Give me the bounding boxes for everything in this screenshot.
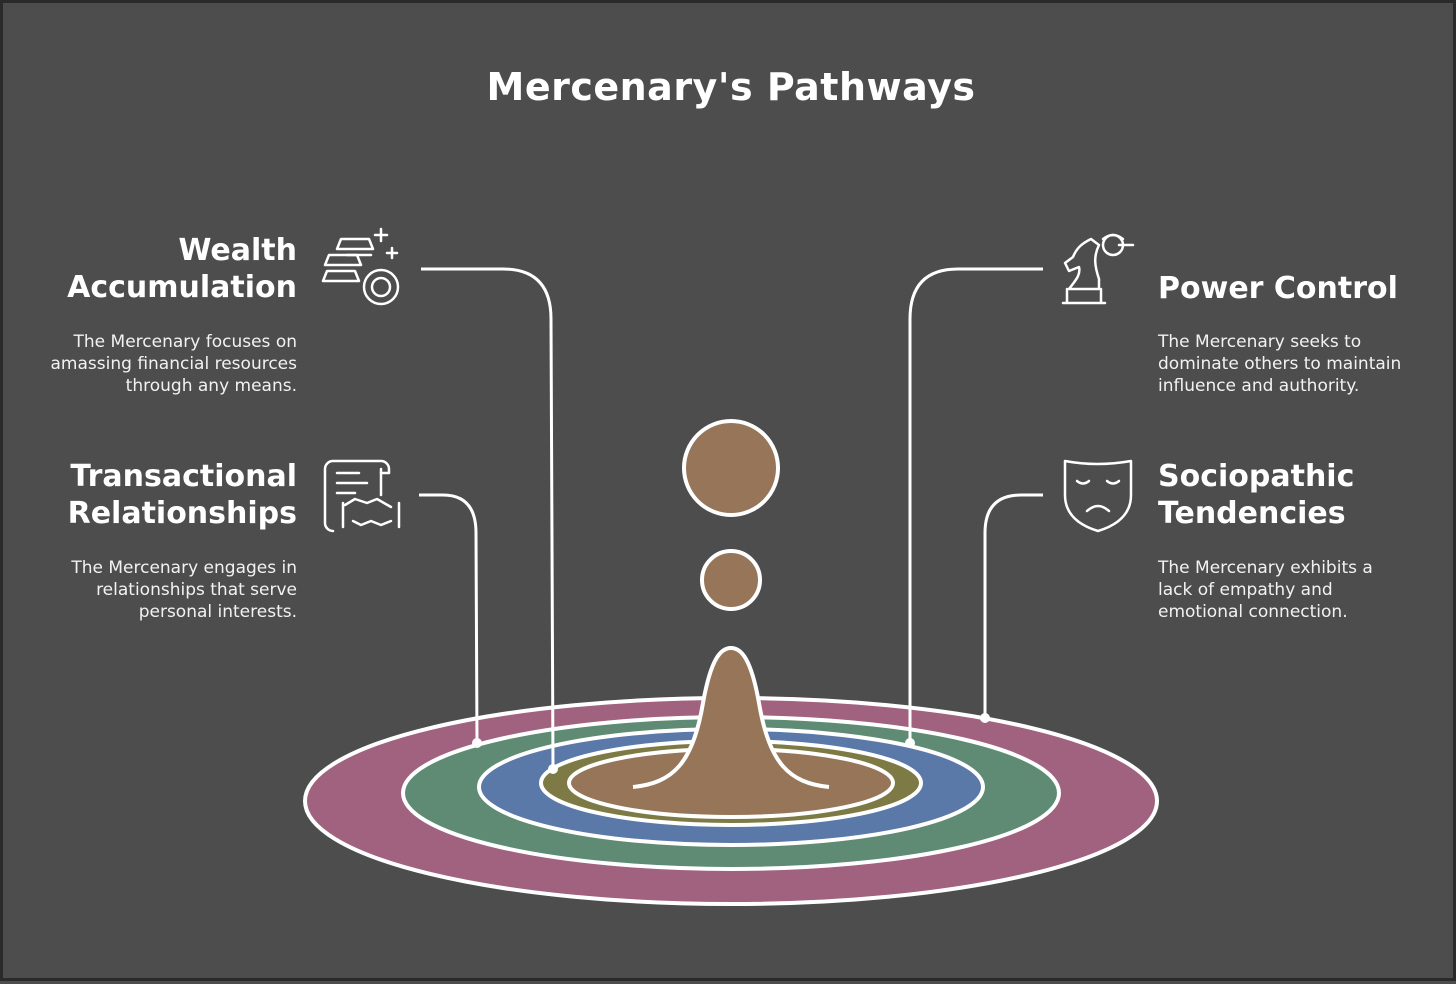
description-line: The Mercenary seeks to [1158, 332, 1362, 352]
heading-line: Transactional [70, 459, 297, 494]
heading-line: Sociopathic [1158, 459, 1355, 494]
connector-dot-transactional [472, 738, 482, 748]
scroll-handshake-icon [323, 459, 401, 533]
droplet-large [682, 419, 780, 517]
description-line: through any means. [125, 376, 297, 396]
connector-power [908, 267, 1043, 743]
chess-knight-icon [1061, 233, 1135, 305]
heading-wealth: Wealth Accumulation [67, 232, 297, 306]
description-line: The Mercenary engages in [71, 558, 297, 578]
connector-transactional [419, 493, 479, 744]
connector-dot-sociopathic [980, 713, 990, 723]
heading-transactional: Transactional Relationships [68, 458, 297, 532]
splash-peak-outline [632, 645, 830, 789]
ripple-illustration [303, 227, 1159, 906]
heading-line: Relationships [67, 496, 297, 531]
connector-sociopathic [983, 493, 1043, 718]
description-line: relationships that serve [96, 580, 297, 600]
description-line: amassing financial resources [50, 354, 297, 374]
description-wealth: The Mercenary focuses on amassing financ… [51, 331, 297, 397]
description-transactional: The Mercenary engages in relationships t… [71, 557, 297, 623]
heading-line: Wealth [178, 233, 297, 268]
heading-power: Power Control [1158, 270, 1398, 307]
description-line: lack of empathy and [1158, 580, 1333, 600]
description-line: dominate others to maintain [1158, 354, 1402, 374]
connector-wealth [421, 267, 555, 770]
heading-line: Tendencies [1158, 496, 1346, 531]
diagram-title: Mercenary's Pathways [486, 65, 976, 109]
heading-sociopathic: Sociopathic Tendencies [1158, 458, 1354, 532]
droplet-small [700, 549, 762, 611]
heading-line: Power Control [1158, 271, 1398, 306]
description-power: The Mercenary seeks to dominate others t… [1158, 331, 1401, 397]
description-line: influence and authority. [1158, 376, 1360, 396]
gold-bars-coin-icon [321, 227, 400, 306]
connector-dot-power [905, 738, 915, 748]
heading-line: Accumulation [67, 270, 297, 305]
splash-peak [633, 648, 829, 787]
sad-mask-icon [1063, 459, 1133, 533]
description-sociopathic: The Mercenary exhibits a lack of empathy… [1158, 557, 1373, 623]
description-line: The Mercenary focuses on [73, 332, 297, 352]
description-line: personal interests. [138, 602, 297, 622]
description-line: emotional connection. [1158, 602, 1348, 622]
connector-dot-wealth [548, 764, 558, 774]
description-line: The Mercenary exhibits a [1158, 558, 1373, 578]
